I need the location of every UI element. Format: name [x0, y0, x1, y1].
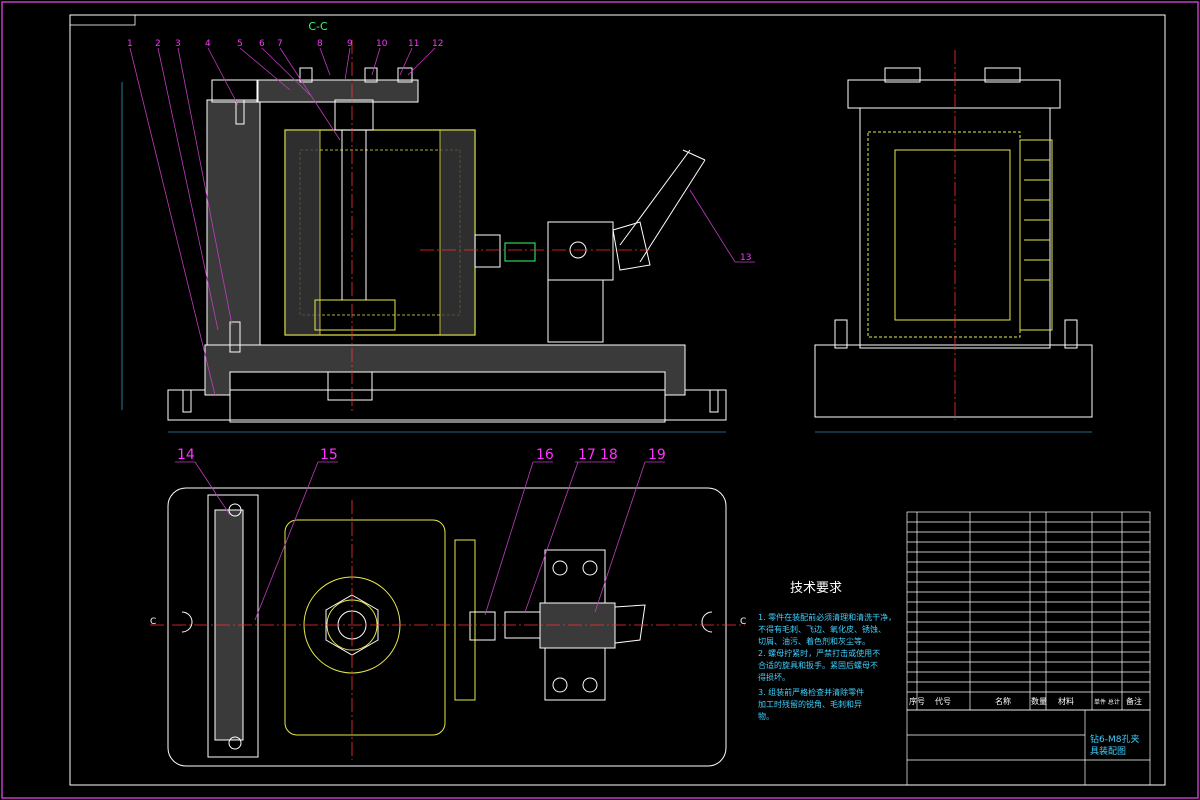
- balloon-19: 19: [648, 447, 666, 463]
- col-weight: 单件 总计: [1094, 698, 1120, 706]
- tech-line-3: 切屑、油污、着色剂和灰尘等。: [758, 636, 870, 646]
- tech-requirements-list: 1. 零件在装配前必须清理和清洗干净， 不得有毛刺、飞边、氧化皮、锈蚀、 切屑、…: [758, 612, 896, 721]
- col-seq: 序号: [909, 696, 925, 706]
- balloon-8: 8: [317, 39, 323, 49]
- balloon-4: 4: [205, 39, 211, 49]
- balloon-7: 7: [277, 39, 283, 49]
- balloon-10: 10: [376, 39, 388, 49]
- section-label: C-C: [308, 20, 328, 33]
- inner-frame: [69, 14, 1166, 786]
- side-view: [814, 50, 1093, 433]
- drawing-title-line-2: 具装配图: [1090, 745, 1126, 757]
- balloon-9: 9: [347, 39, 353, 49]
- col-name: 名称: [995, 696, 1011, 706]
- tech-requirements-title: 技术要求: [790, 581, 842, 596]
- balloon-6: 6: [259, 39, 265, 49]
- col-code: 代号: [935, 696, 951, 706]
- balloon-11: 11: [408, 39, 419, 49]
- balloon-14: 14: [177, 447, 195, 463]
- front-section-view: [121, 40, 727, 433]
- balloon-2: 2: [155, 39, 161, 49]
- plan-view: [150, 487, 745, 767]
- tech-line-4: 2. 螺母拧紧时，严禁打击或使用不: [758, 648, 880, 658]
- tech-line-1: 1. 零件在装配前必须清理和清洗干净，: [758, 612, 896, 622]
- col-remark: 备注: [1126, 696, 1142, 706]
- balloon-17: 17: [578, 447, 596, 463]
- tech-line-2: 不得有毛刺、飞边、氧化皮、锈蚀、: [758, 624, 886, 634]
- col-qty: 数量: [1031, 696, 1047, 706]
- balloon-16: 16: [536, 447, 554, 463]
- bottom-leaders: [175, 461, 665, 621]
- balloon-18: 18: [600, 447, 618, 463]
- tech-line-5: 合适的旋具和扳手。紧固后螺母不: [758, 660, 878, 670]
- col-material: 材料: [1058, 696, 1074, 706]
- corner-tag: [69, 14, 136, 26]
- tech-line-8: 3. 组装前严格检查并清除零件: [758, 687, 864, 697]
- section-mark-left: C: [150, 617, 156, 627]
- balloon-13: 13: [740, 253, 751, 263]
- top-leaders: [129, 47, 755, 396]
- parts-list: [906, 511, 1151, 786]
- tech-line-6: 得损坏。: [758, 672, 790, 682]
- balloon-15: 15: [320, 447, 338, 463]
- bottom-balloon-labels: 14 15 16 17 18 19: [177, 447, 666, 463]
- tech-line-10: 物。: [758, 711, 774, 721]
- balloon-1: 1: [127, 39, 133, 49]
- section-mark-right: C: [740, 617, 746, 627]
- balloon-12: 12: [432, 39, 443, 49]
- drawing-title-line-1: 钻6-M8孔夹: [1090, 733, 1139, 745]
- balloon-5: 5: [237, 39, 243, 49]
- tech-line-9: 加工时残留的锐角、毛刺和异: [758, 699, 862, 709]
- top-balloon-labels: 1 2 3 4 5 6 7 8 9 10 11 12 13: [127, 39, 751, 263]
- balloon-3: 3: [175, 39, 181, 49]
